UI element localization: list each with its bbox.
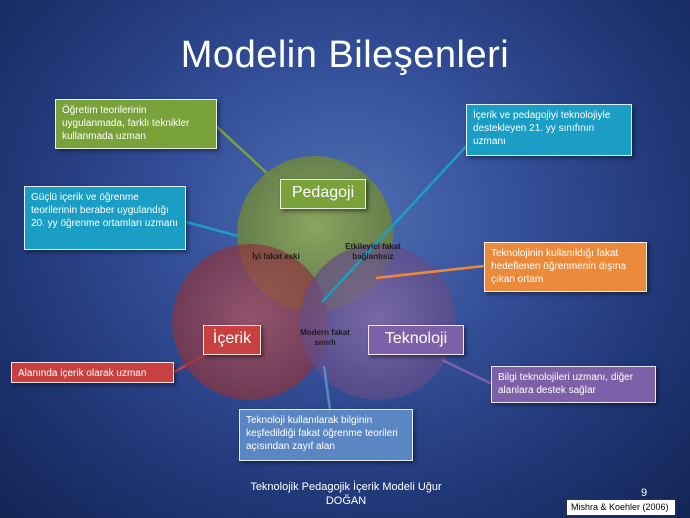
teknoloji-label: Teknoloji <box>368 325 464 355</box>
connector-top-right <box>321 139 473 303</box>
teknoloji-circle <box>300 244 456 400</box>
icerik-circle <box>172 244 328 400</box>
callout-bottom-left: Alanında içerik olarak uzman <box>11 362 174 383</box>
slide-title: Modelin Bileşenleri <box>180 34 510 76</box>
overlap-pedagoji-icerik: İyi fakat eski <box>252 252 300 261</box>
pedagoji-label: Pedagoji <box>280 179 366 209</box>
overlap-pedagoji-teknoloji: Etkileyici fakat bağlantısız <box>345 242 401 261</box>
callout-bottom-right: Bilgi teknolojileri uzmanı, diğer alanla… <box>491 366 656 403</box>
callout-top-left: Öğretim teorilerinin uygulanmada, farklı… <box>55 99 217 149</box>
callout-top-right: İçerik ve pedagojiyi teknolojiyle destek… <box>466 104 632 156</box>
page-number: 9 <box>641 487 648 499</box>
citation-box: Mishra & Koehler (2006) <box>566 499 676 516</box>
icerik-label: İçerik <box>203 325 261 355</box>
footer-text: Teknolojik Pedagojik İçerik Modeli Uğur … <box>250 481 442 507</box>
callout-mid-left: Güçlü içerik ve öğrenme teorilerinin ber… <box>24 186 186 250</box>
callout-mid-right: Teknolojinin kullanıldığı fakat hedeflen… <box>484 242 647 292</box>
connector-bottom-right <box>441 358 493 386</box>
callout-bottom-center: Teknoloji kullanılarak bilginin keşfedil… <box>239 409 413 461</box>
connector-mid-right <box>375 264 485 280</box>
connector-bottom-center <box>322 365 332 411</box>
overlap-center: Modern fakat sınırlı <box>300 328 350 347</box>
